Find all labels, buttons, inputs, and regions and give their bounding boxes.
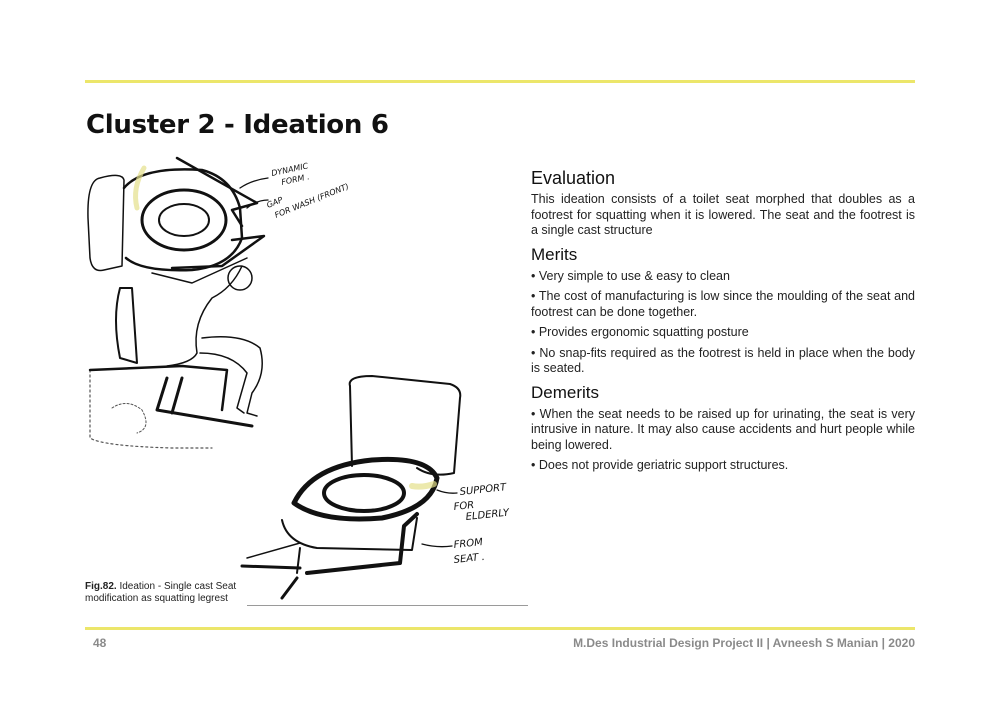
page-title: Cluster 2 - Ideation 6 (86, 110, 389, 140)
sketch-lid-flap (175, 156, 259, 228)
merit-item: • Very simple to use & easy to clean (531, 268, 730, 283)
demerits-heading: Demerits (531, 382, 600, 402)
evaluation-heading: Evaluation (531, 168, 616, 188)
demerit-item: • When the seat needs to be raised up fo… (531, 406, 915, 452)
footer-credit: M.Des Industrial Design Project II | Avn… (573, 636, 915, 650)
sketch-person (166, 265, 243, 367)
figure-caption: Fig.82. Ideation - Single cast Seat modi… (85, 581, 245, 605)
sketch-seat-persp (291, 456, 440, 522)
demerit-item: • Does not provide geriatric support str… (531, 458, 789, 472)
merits-heading: Merits (531, 244, 578, 264)
top-rule (85, 80, 915, 83)
evaluation-text: This ideation consists of a toilet seat … (531, 192, 915, 237)
sketch-tank-top (87, 174, 125, 272)
svg-text:FOR WASH (FRONT): FOR WASH (FRONT) (273, 182, 350, 220)
svg-text:SEAT .: SEAT . (453, 552, 485, 566)
caption-divider (247, 605, 528, 606)
merit-item: • Provides ergonomic squatting posture (531, 325, 749, 339)
sketch-seat-ring (140, 188, 228, 252)
svg-text:ELDERLY: ELDERLY (465, 507, 510, 523)
ideation-sketch: DYNAMIC FORM . GAP FOR WASH (FRONT) SUPP… (87, 156, 511, 600)
svg-text:FOR: FOR (453, 500, 475, 513)
sketch-footrest-persp (305, 512, 419, 575)
page-number: 48 (93, 636, 107, 650)
merit-item: • The cost of manufacturing is low since… (531, 289, 915, 319)
sketch-toilet-side (115, 287, 138, 364)
figure-label: Fig.82. (85, 581, 117, 592)
annotation-from-seat: FROM (453, 537, 484, 551)
figure-caption-text: Ideation - Single cast Seat modification… (85, 581, 237, 604)
merit-item: • No snap-fits required as the footrest … (531, 345, 915, 376)
annotation-support: SUPPORT (459, 482, 507, 498)
evaluation-panel: Evaluation This ideation consists of a t… (531, 168, 915, 479)
bottom-rule (85, 627, 915, 630)
